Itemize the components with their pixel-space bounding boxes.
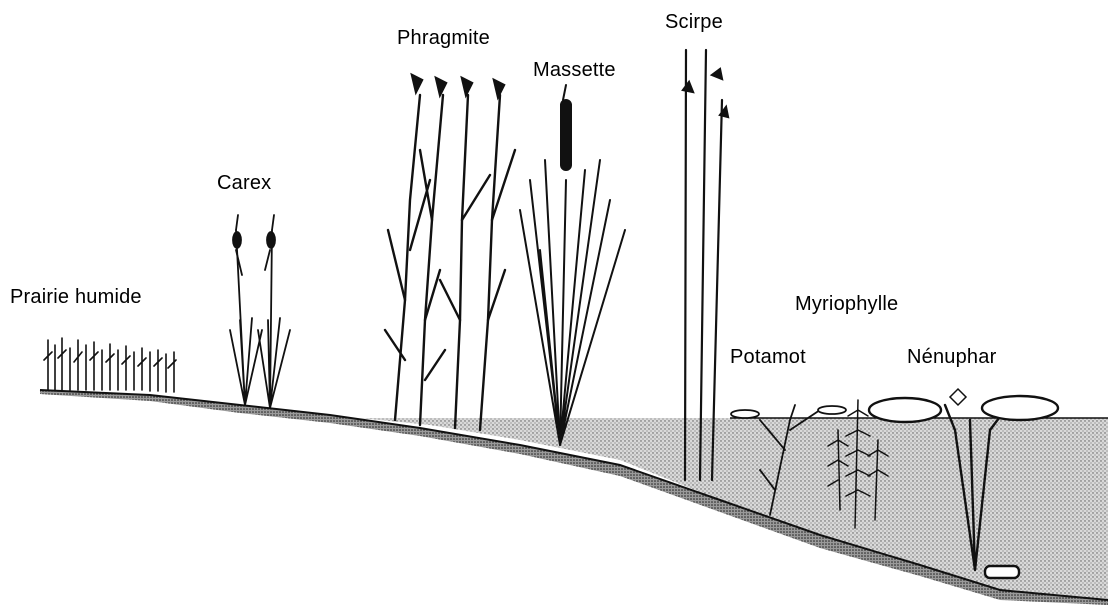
label-carex: Carex	[217, 172, 271, 195]
phragmite-plants	[385, 75, 515, 430]
scirpe-plants	[683, 50, 728, 480]
carex-plants	[230, 215, 290, 408]
label-myriophylle: Myriophylle	[795, 293, 898, 316]
label-scirpe: Scirpe	[665, 11, 723, 34]
label-nenuphar: Nénuphar	[907, 346, 996, 369]
label-prairie-humide: Prairie humide	[10, 286, 142, 309]
label-phragmite: Phragmite	[397, 27, 490, 50]
label-massette: Massette	[533, 59, 616, 82]
label-potamot: Potamot	[730, 346, 806, 369]
prairie-grass	[44, 338, 176, 392]
massette-plant	[520, 85, 625, 445]
